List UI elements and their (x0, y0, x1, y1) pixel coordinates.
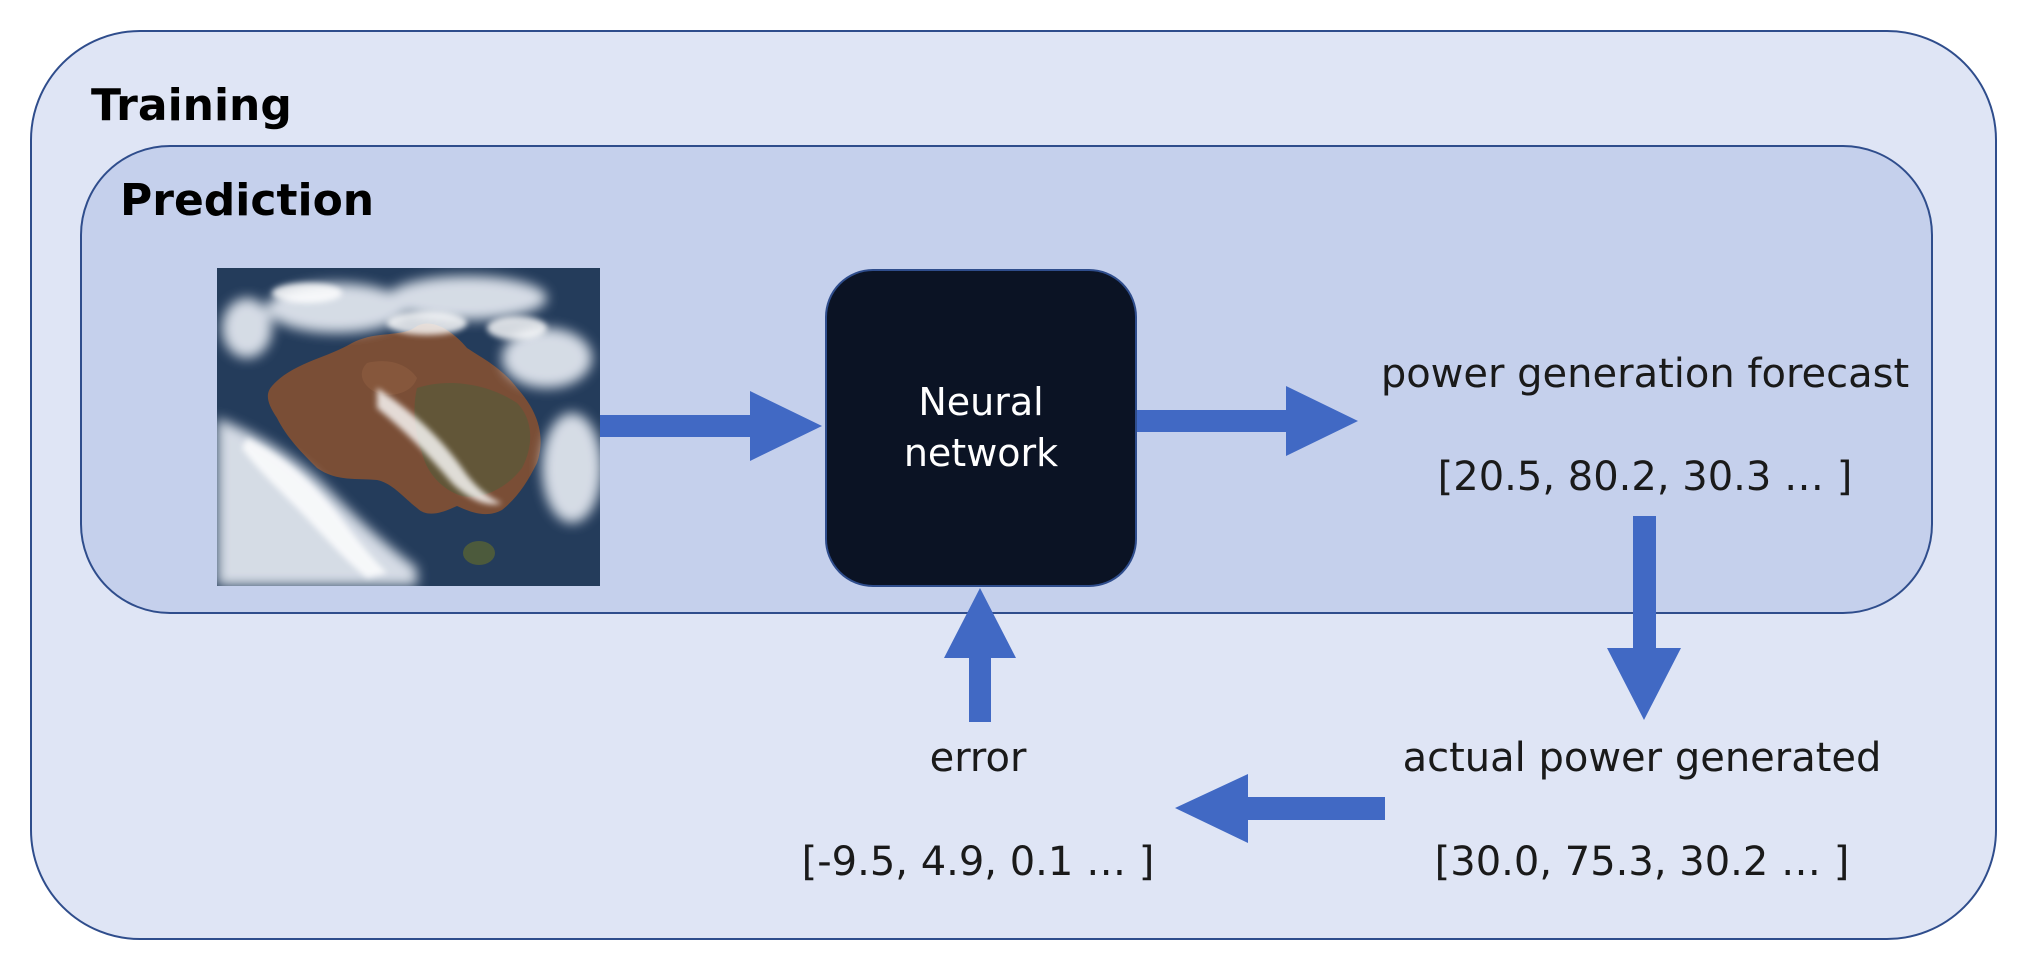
training-label: Training (91, 80, 292, 131)
actual-title: actual power generated (1402, 735, 1882, 781)
prediction-label: Prediction (120, 175, 375, 226)
actual-values: [30.0, 75.3, 30.2 … ] (1434, 839, 1850, 885)
satellite-image (217, 268, 600, 586)
forecast-values: [20.5, 80.2, 30.3 … ] (1437, 454, 1853, 500)
error-title: error (929, 735, 1027, 781)
error-values: [-9.5, 4.9, 0.1 … ] (801, 839, 1155, 885)
neural-network-box: Neural network (825, 269, 1137, 587)
forecast-title: power generation forecast (1380, 351, 1910, 397)
